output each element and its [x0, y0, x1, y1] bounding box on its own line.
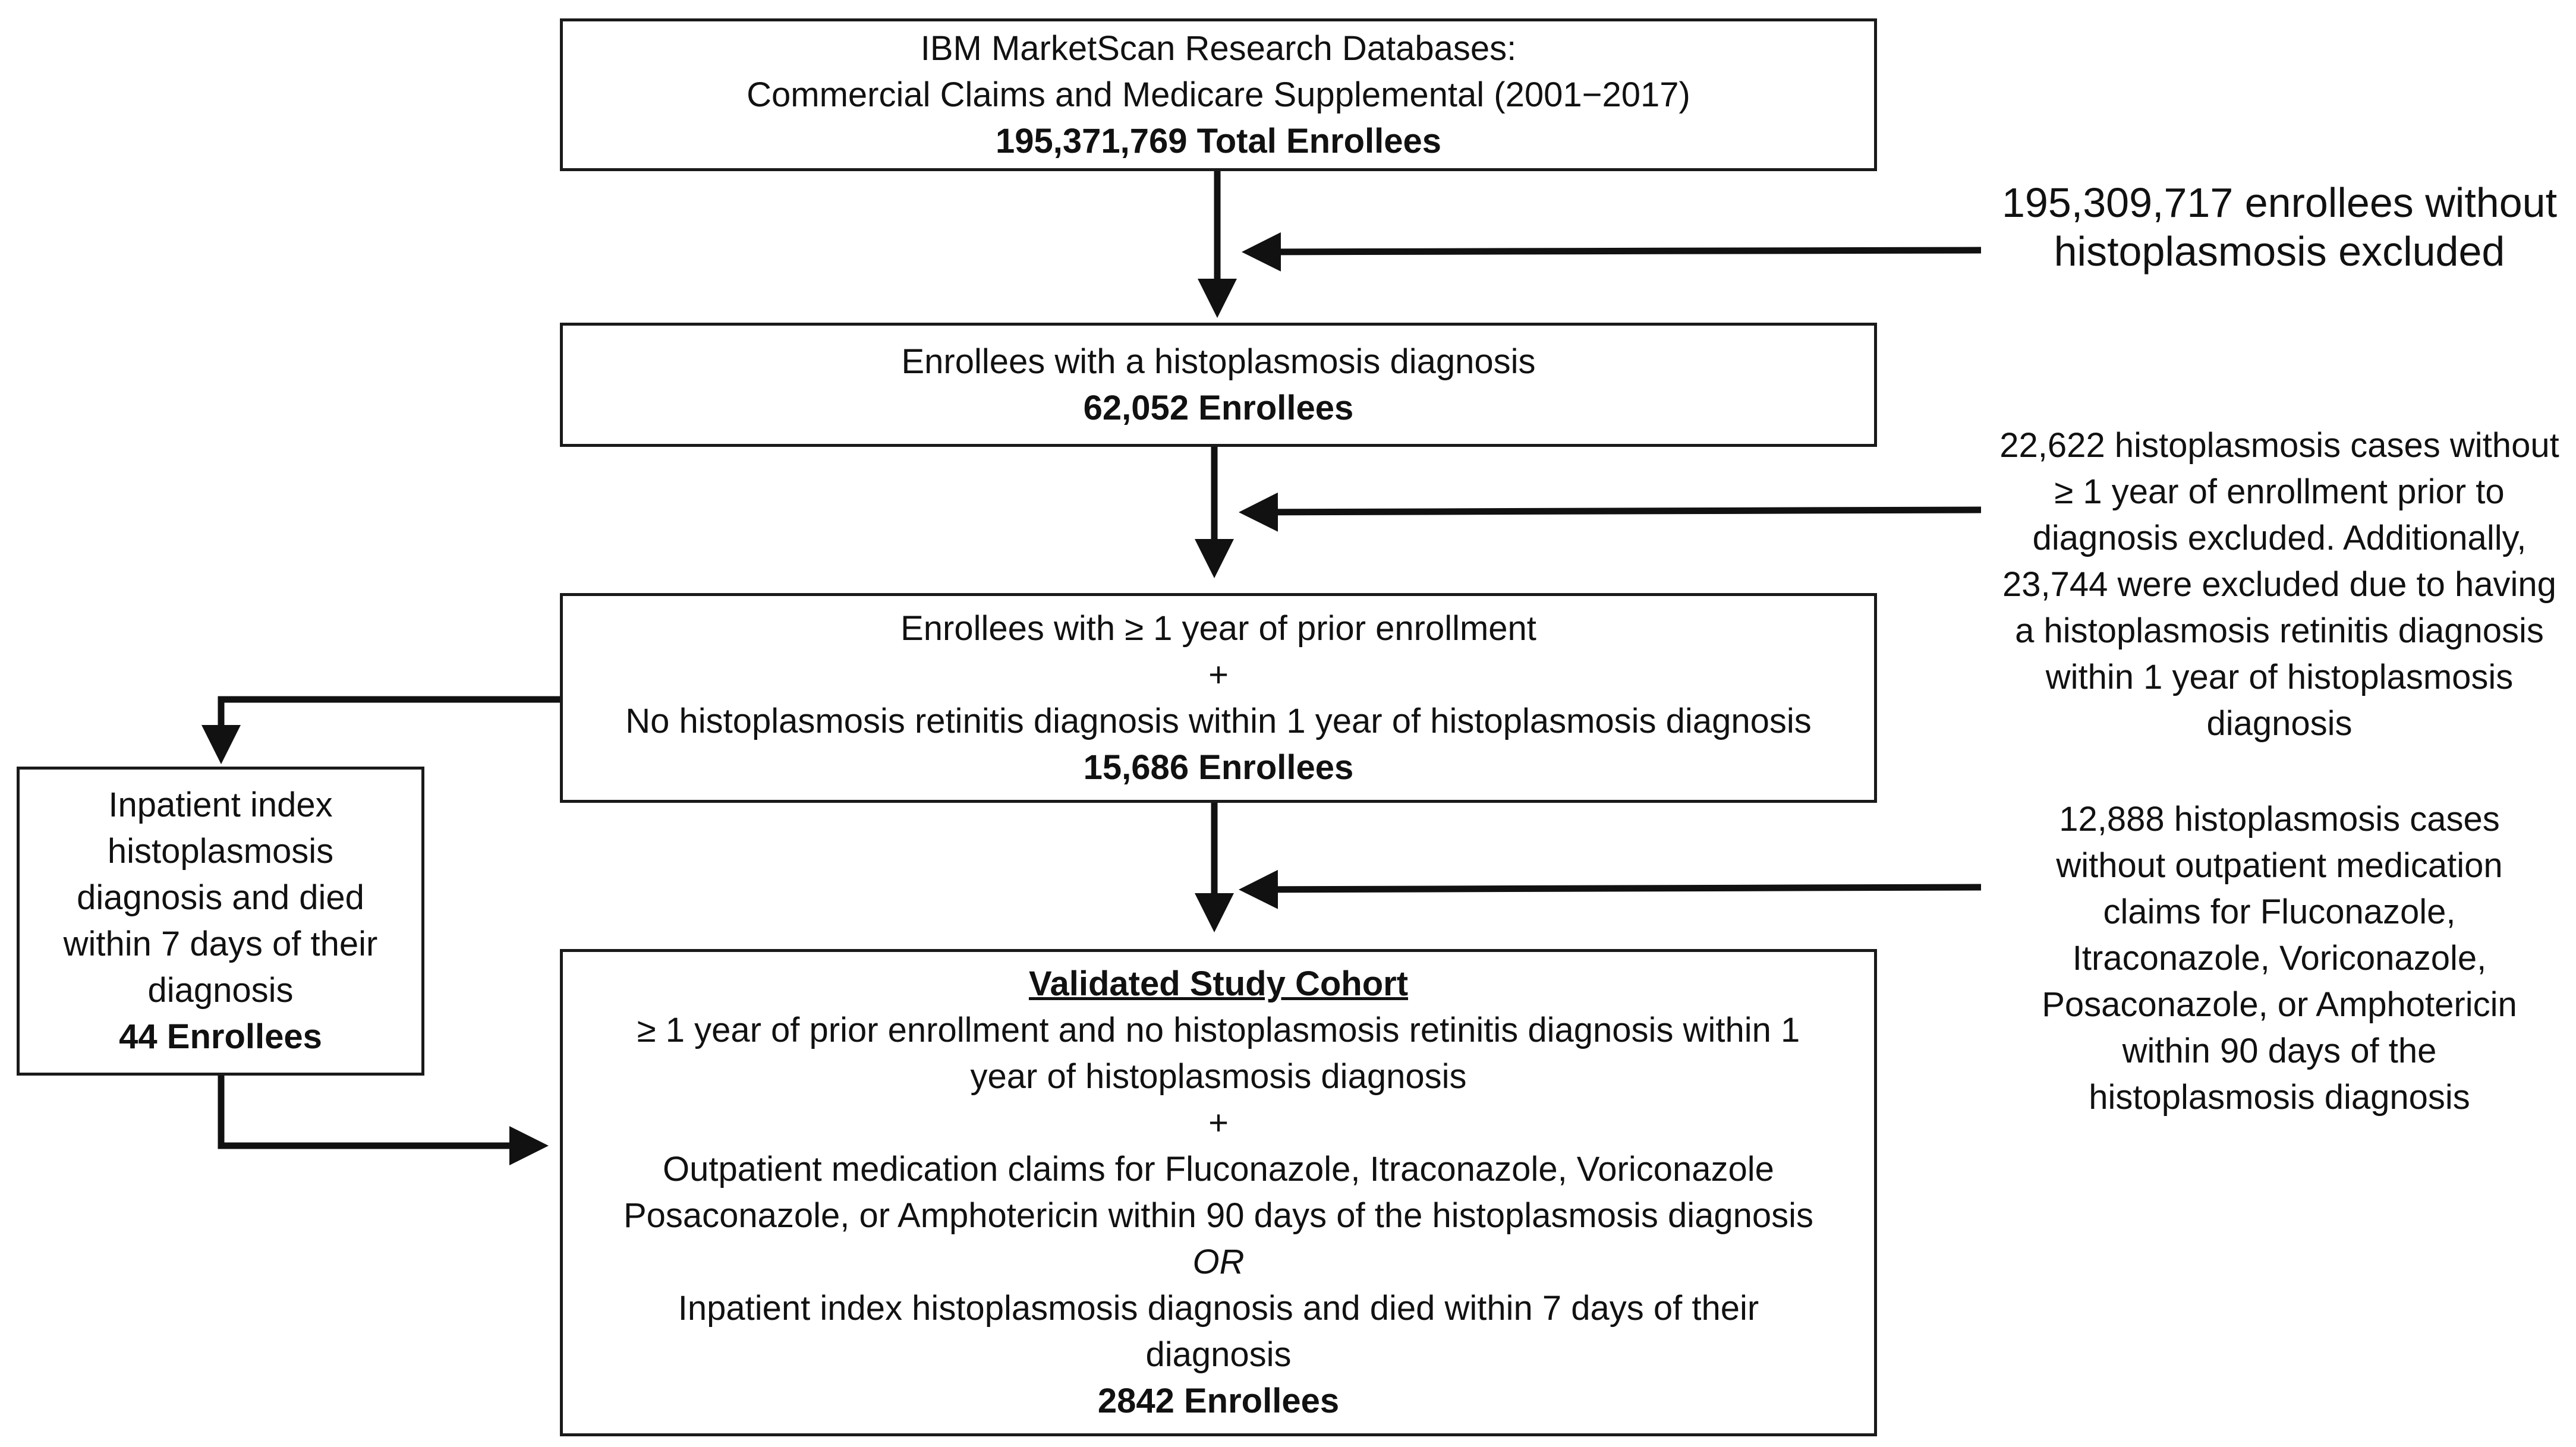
exclusion-line: histoplasmosis excluded [2054, 228, 2505, 275]
inpatient-line: histoplasmosis [107, 832, 334, 871]
inpatient-line: Inpatient index [108, 786, 333, 824]
exclusion-note-2: 22,622 histoplasmosis cases without ≥ 1 … [1985, 423, 2574, 747]
source-subtitle: Commercial Claims and Medicare Supplemen… [747, 75, 1690, 114]
inpatient-line: diagnosis [147, 971, 294, 1010]
exclusion-note-3: 12,888 histoplasmosis cases without outp… [1985, 796, 2574, 1121]
cohort-line: ≥ 1 year of prior enrollment and no hist… [637, 1011, 1800, 1049]
cohort-line: Outpatient medication claims for Flucona… [663, 1150, 1774, 1189]
exclusion-arrow-3 [1239, 869, 1982, 909]
exclusion-line: histoplasmosis diagnosis [2089, 1078, 2470, 1117]
exclusion-line: within 1 year of histoplasmosis [2045, 658, 2514, 696]
prior-enrollment-box: Enrollees with ≥ 1 year of prior enrollm… [560, 593, 1877, 803]
histoplasmosis-diagnosis-box: Enrollees with a histoplasmosis diagnosi… [560, 323, 1877, 447]
exclusion-line: within 90 days of the [2122, 1032, 2437, 1070]
prior-retinitis-label: No histoplasmosis retinitis diagnosis wi… [625, 701, 1812, 740]
exclusion-line: without outpatient medication [2056, 846, 2503, 885]
exclusion-line: 195,309,717 enrollees without [2001, 179, 2558, 226]
branch-inpatient-to-cohort [218, 1076, 549, 1165]
exclusion-line: a histoplasmosis retinitis diagnosis [2015, 611, 2544, 650]
exclusion-line: 12,888 histoplasmosis cases [2059, 800, 2500, 838]
prior-count: 15,686 Enrollees [1083, 748, 1354, 787]
exclusion-line: diagnosis [2206, 704, 2353, 743]
histo-label: Enrollees with a histoplasmosis diagnosi… [901, 342, 1536, 381]
cohort-line: year of histoplasmosis diagnosis [970, 1057, 1467, 1096]
exclusion-note-1: 195,309,717 enrollees without histoplasm… [1985, 178, 2574, 276]
exclusion-line: 22,622 histoplasmosis cases without [1999, 426, 2559, 465]
cohort-or: OR [1192, 1243, 1245, 1281]
source-database-box: IBM MarketScan Research Databases: Comme… [560, 18, 1877, 171]
cohort-line: Posaconazole, or Amphotericin within 90 … [623, 1196, 1814, 1235]
exclusion-line: ≥ 1 year of enrollment prior to [2054, 472, 2505, 511]
exclusion-line: diagnosis excluded. Additionally, [2032, 519, 2527, 557]
cohort-line: diagnosis [1145, 1335, 1292, 1374]
inpatient-death-box: Inpatient index histoplasmosis diagnosis… [17, 767, 424, 1076]
inpatient-line: diagnosis and died [77, 878, 364, 917]
source-count: 195,371,769 Total Enrollees [995, 121, 1442, 160]
branch-prior-to-inpatient [201, 696, 562, 764]
cohort-title: Validated Study Cohort [1028, 964, 1409, 1003]
cohort-line: Inpatient index histoplasmosis diagnosis… [678, 1289, 1759, 1328]
prior-label: Enrollees with ≥ 1 year of prior enrollm… [900, 609, 1536, 648]
inpatient-count: 44 Enrollees [119, 1017, 322, 1056]
prior-plus: + [1208, 655, 1229, 694]
source-title: IBM MarketScan Research Databases: [920, 29, 1517, 68]
validated-cohort-box: Validated Study Cohort ≥ 1 year of prior… [560, 949, 1877, 1436]
exclusion-line: claims for Fluconazole, [2103, 893, 2456, 931]
exclusion-line: Posaconazole, or Amphotericin [2042, 985, 2517, 1024]
histo-count: 62,052 Enrollees [1083, 388, 1354, 427]
exclusion-line: 23,744 were excluded due to having [2002, 565, 2556, 604]
exclusion-line: Itraconazole, Voriconazole, [2072, 939, 2487, 978]
exclusion-arrow-1 [1242, 232, 1982, 272]
cohort-count: 2842 Enrollees [1097, 1382, 1340, 1420]
exclusion-arrow-2 [1239, 492, 1982, 532]
cohort-plus: + [1208, 1104, 1229, 1142]
inpatient-line: within 7 days of their [63, 925, 378, 963]
